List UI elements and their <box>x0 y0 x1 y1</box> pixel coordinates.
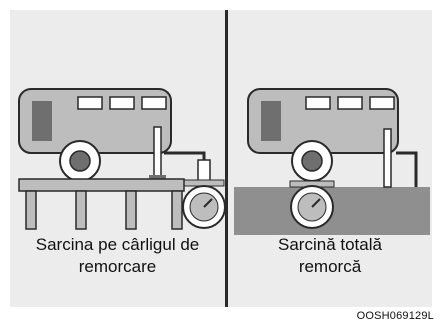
figure-code: OOSH069129L <box>356 310 434 322</box>
jack-post <box>153 126 162 178</box>
trailer-hub <box>301 150 323 172</box>
jack-foot <box>149 175 166 181</box>
trailer-window <box>369 96 395 110</box>
trailer-window <box>337 96 363 110</box>
trailer-door <box>261 101 281 141</box>
scale-icon <box>289 180 335 229</box>
trailer-window <box>141 96 167 110</box>
trailer-window <box>109 96 135 110</box>
caption-line: remorcă <box>298 257 362 276</box>
trailer-door <box>32 101 52 141</box>
caption-line: Sarcină totală <box>278 235 382 254</box>
trailer-hub <box>69 150 91 172</box>
caption-tongue-load: Sarcina pe cârligul de remorcare <box>10 234 225 278</box>
drawbar <box>396 151 418 187</box>
trailer-window <box>305 96 331 110</box>
caption-line: remorcare <box>78 257 157 276</box>
tongue-load-illustration <box>18 88 226 230</box>
panel-divider <box>225 10 228 307</box>
jack-post <box>383 128 392 188</box>
support-platform <box>18 178 185 230</box>
caption-total-load: Sarcină totală remorcă <box>228 234 432 278</box>
scale-icon <box>182 179 226 229</box>
total-load-illustration <box>234 88 430 235</box>
caption-line: Sarcina pe cârligul de <box>35 235 200 254</box>
trailer-window <box>77 96 103 110</box>
